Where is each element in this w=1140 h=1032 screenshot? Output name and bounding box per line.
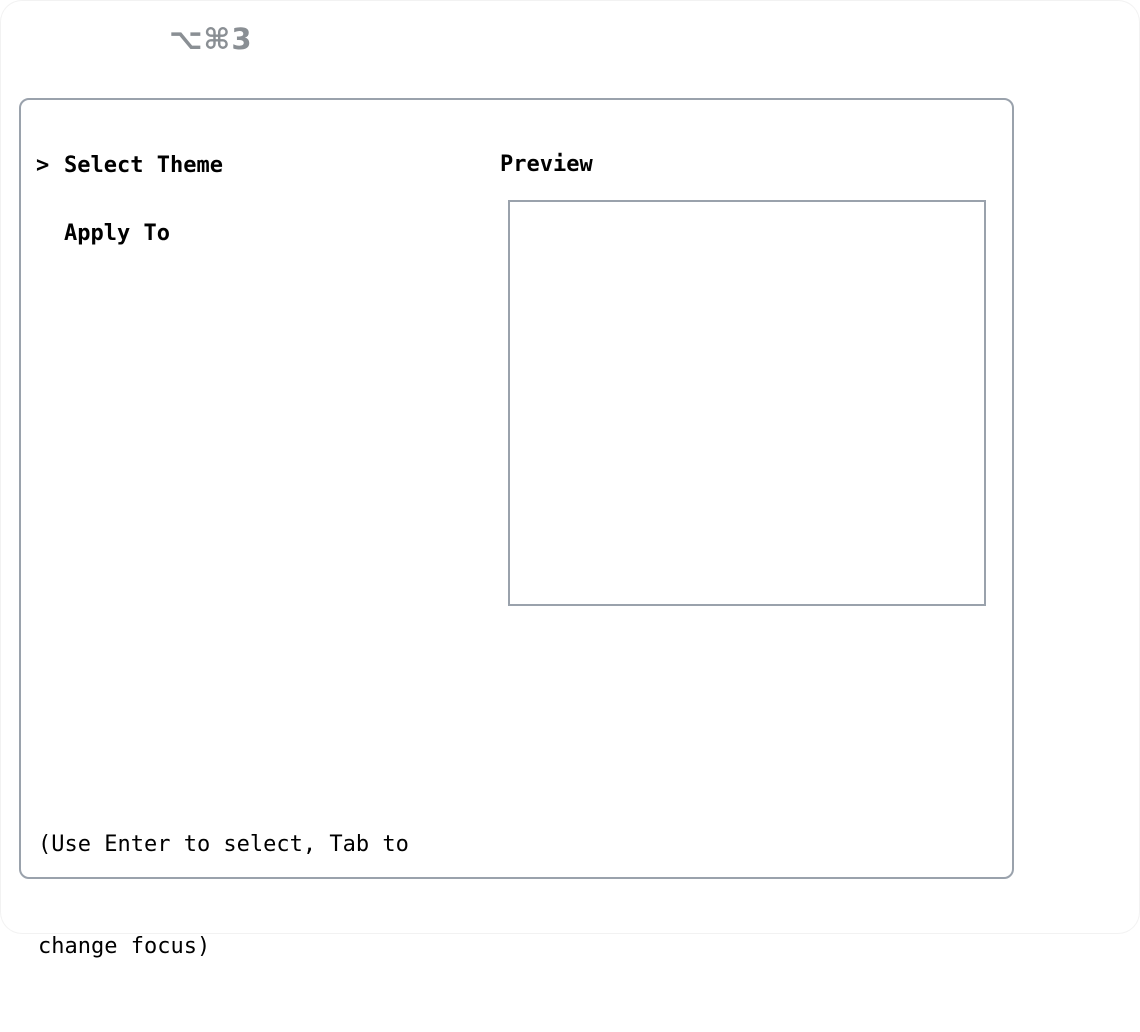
prompt-icon: > <box>36 152 50 178</box>
left-column: > Select Theme Apply To <box>36 148 223 250</box>
close-button[interactable] <box>27 27 49 49</box>
minimize-button[interactable] <box>67 27 89 49</box>
apply-to-header-row: Apply To <box>36 216 223 250</box>
zoom-button[interactable] <box>107 27 129 49</box>
select-theme-title: Select Theme <box>64 152 223 178</box>
hint-line-2: change focus) <box>38 934 211 959</box>
preview-pane <box>508 200 986 606</box>
apply-to-title: Apply To <box>64 220 170 246</box>
preview-title: Preview <box>500 152 593 177</box>
keyboard-hint: (Use Enter to select, Tab to change focu… <box>38 760 409 1032</box>
window-title: ⌥⌘3 <box>169 22 253 56</box>
window-controls <box>27 27 129 49</box>
select-theme-header-row: > Select Theme <box>36 148 223 182</box>
close-record-dot-icon <box>34 34 42 42</box>
hint-line-1: (Use Enter to select, Tab to <box>38 832 409 857</box>
theme-picker-panel <box>19 98 1014 879</box>
app-window: ⌥⌘3 > Select Theme Apply To (Use Enter t… <box>19 22 1014 959</box>
